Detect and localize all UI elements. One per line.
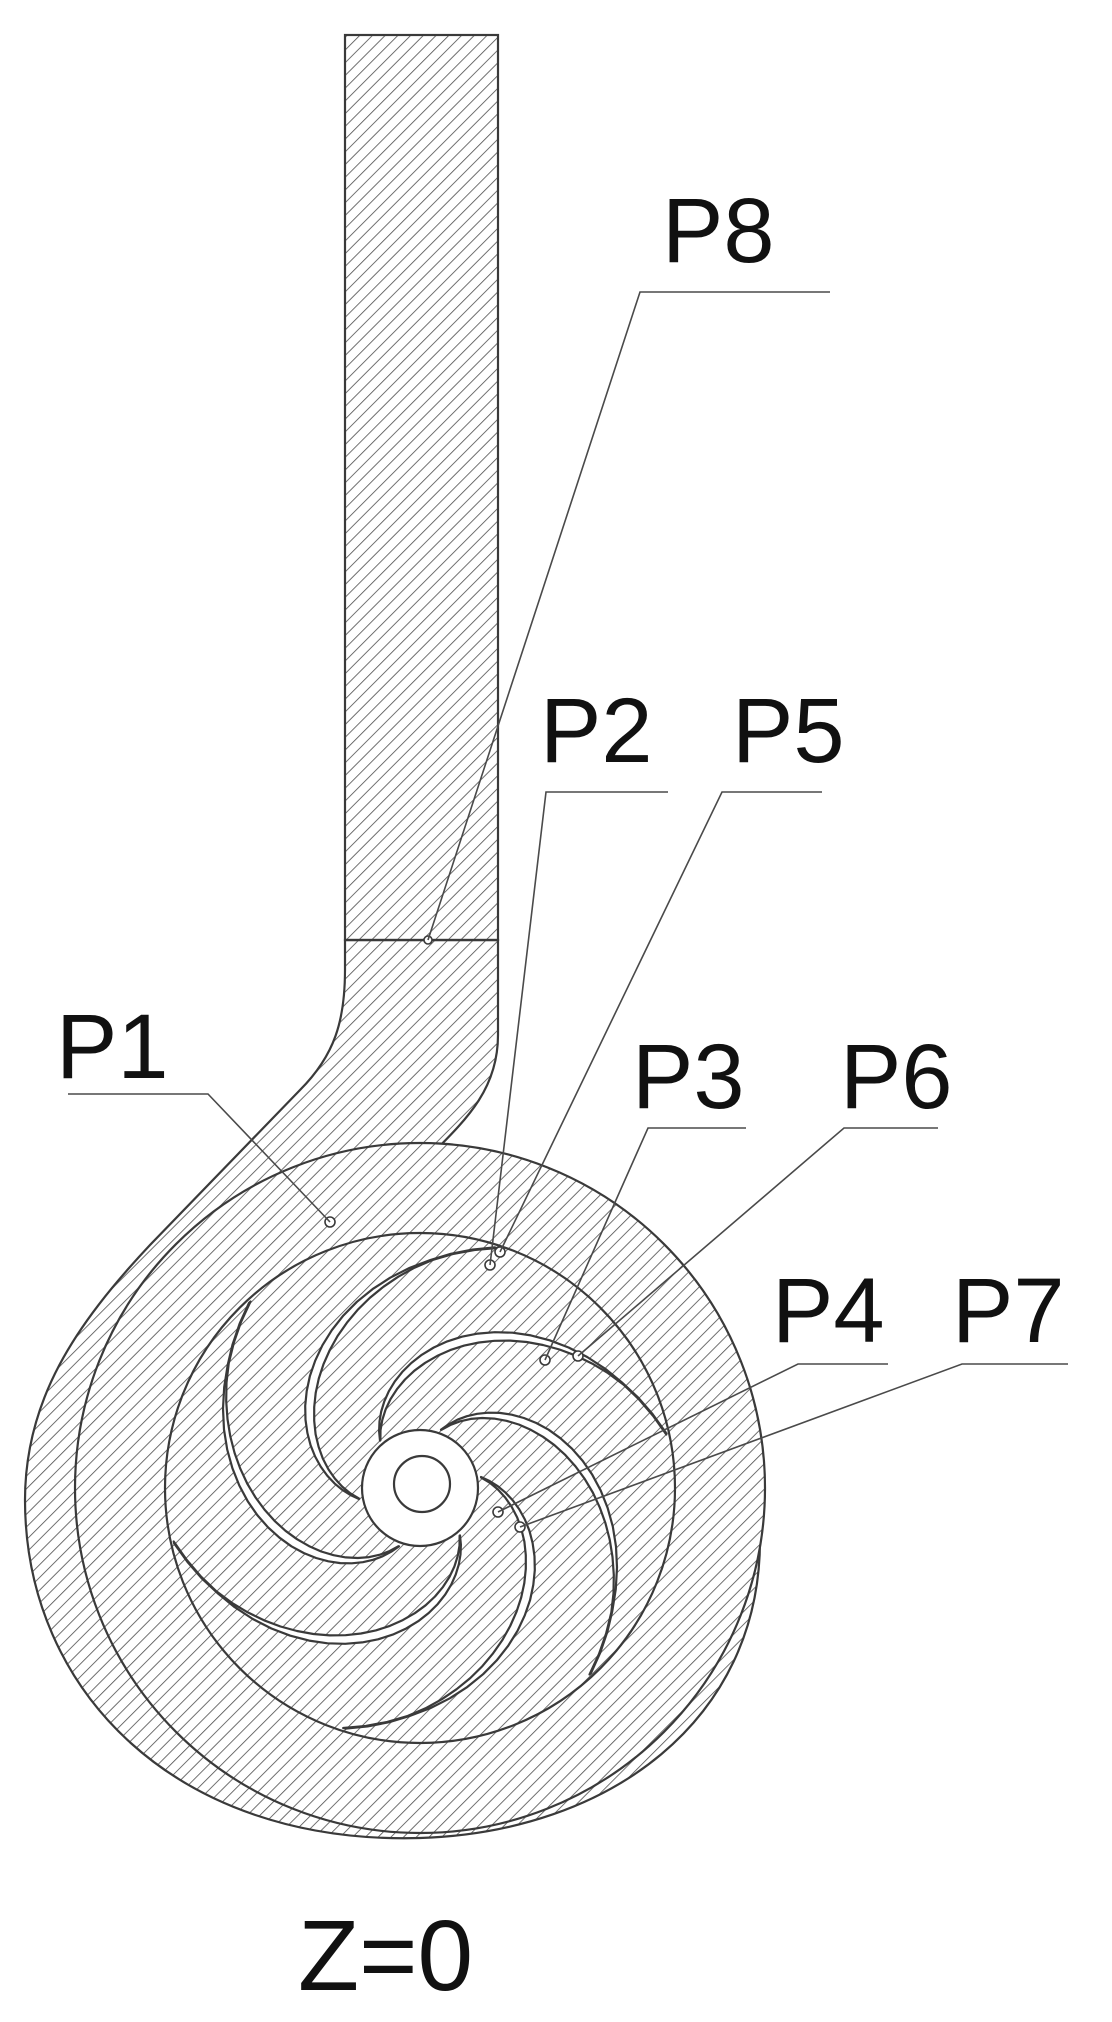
label-p2: P2 [540,680,653,782]
impeller-blade [172,1534,462,1645]
label-p8: P8 [662,180,775,282]
label-p7: P7 [952,1260,1065,1362]
label-p6: P6 [840,1026,953,1128]
caption: Z=0 [298,1900,473,2012]
impeller-inner-circle [163,1231,677,1745]
label-p5: P5 [732,680,845,782]
leader-line-p4 [497,1363,888,1513]
label-p4: P4 [772,1260,885,1362]
leader-line-p5 [499,791,822,1253]
leader-line-p1 [68,1093,331,1223]
leader-line-p7 [519,1363,1068,1528]
label-p3: P3 [632,1026,745,1128]
leader-line-p8 [427,291,830,941]
impeller-blade [221,1300,401,1565]
leader-line-p2 [489,791,668,1266]
impeller-blade [378,1331,668,1442]
shaft-circle [392,1454,452,1514]
leader-line-p3 [544,1127,746,1361]
label-p1: P1 [56,996,169,1098]
leader-line-p6 [577,1127,938,1357]
impeller-blade [342,1475,536,1730]
impeller-blade [439,1411,619,1676]
outlet-pipe [343,33,500,942]
